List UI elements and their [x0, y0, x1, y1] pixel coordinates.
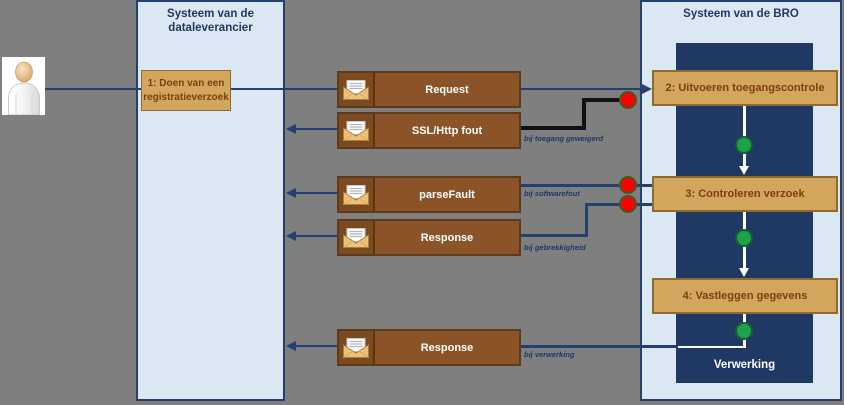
error-dot-gebrekkigheid: [619, 195, 637, 213]
error-dot-toegang: [619, 91, 637, 109]
message-request-label: Request: [425, 83, 469, 96]
response2-return-line: [295, 345, 337, 347]
message-ssl-fout-label: SSL/Http fout: [411, 124, 483, 137]
error-dot-softwarefout: [619, 176, 637, 194]
ssl-return-arrowhead-icon: [286, 124, 296, 134]
envelope-icon: [339, 178, 375, 211]
error-path-parsefault: [635, 184, 652, 187]
condition-toegang-geweigerd: bij toegang geweigerd: [524, 134, 604, 143]
response-return-arrowhead-icon: [286, 231, 296, 241]
parsefault-return-line: [295, 192, 337, 194]
error-path-response: [585, 203, 588, 237]
parsefault-return-arrowhead-icon: [286, 188, 296, 198]
response2-return-arrowhead-icon: [286, 341, 296, 351]
success-dot-2: [735, 229, 753, 247]
lane-dataleverancier: Systeem van de dataleverancier: [136, 0, 285, 401]
step2-box: 2: Uitvoeren toegangscontrole: [652, 70, 838, 106]
envelope-icon: [339, 221, 375, 254]
error-path-response: [521, 234, 587, 237]
error-path-ssl: [521, 126, 586, 130]
message-response-afkeur: Response: [337, 219, 521, 256]
message-response-verwerkt-label: Response: [420, 341, 474, 354]
success-dot-1: [735, 136, 753, 154]
condition-softwarefout: bij softwarefout: [524, 189, 580, 198]
lane-dataleverancier-title: Systeem van de dataleverancier: [167, 8, 254, 35]
ssl-return-line: [295, 128, 337, 130]
error-path-response: [587, 203, 621, 206]
envelope-icon: [339, 114, 375, 147]
error-path-ssl: [586, 98, 620, 102]
final-response-path: [521, 345, 678, 348]
response-return-line: [295, 235, 337, 237]
message-response-verwerkt: Response: [337, 329, 521, 366]
error-path-response: [635, 203, 652, 206]
message-parsefault: parseFault: [337, 176, 521, 213]
success-dot-3: [735, 322, 753, 340]
step4-box: 4: Vastleggen gegevens: [652, 278, 838, 314]
final-response-path-inner: [678, 346, 745, 348]
step3-box: 3: Controleren verzoek: [652, 176, 838, 212]
person-icon: [7, 61, 40, 115]
condition-verwerking: bij verwerking: [524, 350, 575, 359]
error-path-parsefault: [521, 184, 621, 187]
envelope-icon: [339, 331, 375, 364]
actor-figure: [2, 57, 45, 115]
flow-arrowhead-icon: [739, 166, 749, 175]
envelope-icon: [339, 73, 375, 106]
flow-arrowhead-icon: [739, 268, 749, 277]
verwerking-label: Verwerking: [713, 359, 776, 371]
request-arrowhead-icon: [642, 84, 652, 94]
message-request: Request: [337, 71, 521, 108]
message-ssl-fout: SSL/Http fout: [337, 112, 521, 149]
message-response-afkeur-label: Response: [420, 231, 474, 244]
lane-bro-title: Systeem van de BRO: [683, 8, 799, 20]
condition-gebrekkigheid: bij gebrekkigheid: [524, 243, 586, 252]
error-path-ssl: [582, 98, 586, 130]
step1-box: 1: Doen van een registratieverzoek: [141, 70, 231, 111]
message-parsefault-label: parseFault: [419, 188, 475, 201]
